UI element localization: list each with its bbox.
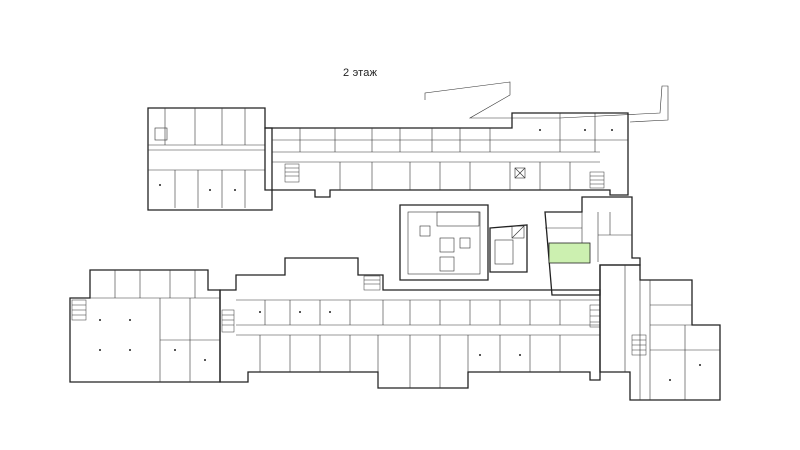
floor-label: 2 этаж [343,67,378,79]
south-corridor-block [219,257,601,389]
upper-corridor-block [264,112,629,198]
courtyard-building [399,204,489,281]
south-east-wing [599,264,721,401]
outdoor-boundary [424,81,669,123]
east-wing [544,196,641,296]
column-markers [99,129,701,381]
courtyard-annex [489,224,528,273]
highlighted-room[interactable] [548,242,591,264]
north-west-block [147,107,273,211]
west-wing [69,269,221,383]
